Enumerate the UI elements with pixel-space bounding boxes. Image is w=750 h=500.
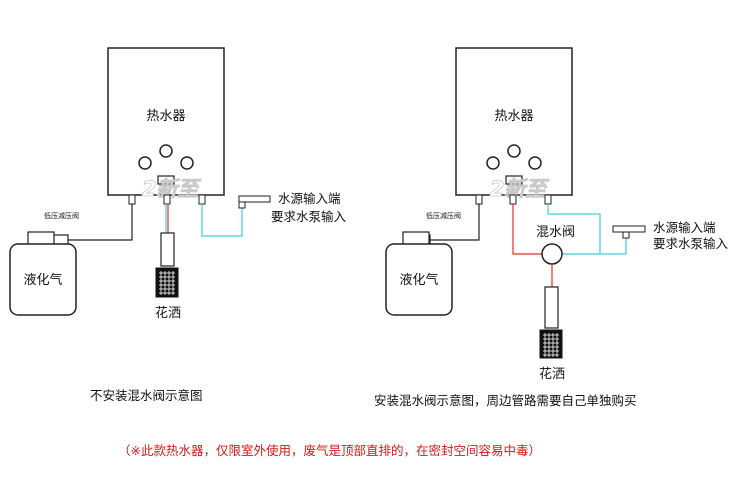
left-shower-hose bbox=[160, 232, 175, 267]
left-knob-icon bbox=[180, 156, 194, 170]
right-logo: 2新至 bbox=[490, 177, 550, 201]
right-knob-icon bbox=[507, 144, 521, 158]
left-shower-label: 花洒 bbox=[155, 305, 181, 321]
right-hot-pipe bbox=[512, 204, 542, 255]
left-tank-label: 液化气 bbox=[23, 272, 62, 288]
left-hot-connector bbox=[163, 194, 171, 205]
right-inlet-pipe bbox=[612, 225, 646, 233]
right-cold-pipe-heater bbox=[547, 204, 601, 246]
right-caption: 安装混水阀示意图，周边管路需要自己单独购买 bbox=[374, 393, 637, 408]
right-shower-grid bbox=[543, 333, 559, 357]
left-caption: 不安装混水阀示意图 bbox=[90, 388, 203, 403]
left-cold-connector bbox=[198, 194, 206, 205]
left-diagram: 热水器 2新至 低压减压阀 液化气 bbox=[9, 47, 347, 403]
left-gas-tank bbox=[9, 243, 77, 316]
right-gas-tank bbox=[385, 243, 453, 316]
right-tank-label: 液化气 bbox=[399, 272, 438, 288]
right-diagram: 热水器 2新至 低压减压阀 液化气 混水阀 bbox=[374, 47, 729, 408]
left-shower-head-icon bbox=[155, 267, 179, 298]
right-heater-body bbox=[455, 47, 573, 196]
left-display-window bbox=[157, 175, 175, 185]
right-shower-hose bbox=[544, 286, 559, 329]
right-cold-connector bbox=[544, 194, 552, 205]
left-valve-label: 低压减压阀 bbox=[44, 211, 79, 220]
right-shower-label: 花洒 bbox=[539, 366, 565, 382]
right-inlet-line2: 要求水泵输入 bbox=[653, 236, 729, 251]
right-valve-label: 低压减压阀 bbox=[426, 211, 461, 220]
mixing-valve-label: 混水阀 bbox=[536, 225, 575, 240]
left-cold-pipe bbox=[201, 204, 243, 237]
right-shower-head-icon bbox=[539, 329, 563, 359]
left-inlet-line2: 要求水泵输入 bbox=[271, 209, 347, 224]
right-cold-pipe-inlet bbox=[599, 232, 627, 255]
right-display-window bbox=[505, 175, 523, 185]
left-gas-pipe bbox=[68, 204, 133, 241]
left-shower-grid bbox=[159, 271, 175, 295]
left-gas-connector bbox=[128, 194, 136, 205]
warning-note: （※此款热水器，仅限室外使用，废气是顶部直排的，在密封空间容易中毒） bbox=[118, 443, 541, 458]
right-hot-connector bbox=[509, 194, 517, 205]
left-heater-body bbox=[107, 47, 225, 196]
left-knob-icon bbox=[138, 156, 152, 170]
right-heater-title: 热水器 bbox=[494, 109, 533, 124]
left-logo: 2新至 bbox=[142, 177, 202, 201]
left-inlet-line1: 水源输入端 bbox=[278, 191, 341, 206]
left-inlet-pipe bbox=[238, 195, 271, 203]
right-gas-connector bbox=[475, 194, 483, 205]
right-knob-icon bbox=[486, 156, 500, 170]
right-knob-icon bbox=[528, 156, 542, 170]
left-knob-icon bbox=[159, 144, 173, 158]
left-heater-title: 热水器 bbox=[146, 109, 185, 124]
right-inlet-line1: 水源输入端 bbox=[653, 220, 716, 235]
mixing-valve-icon bbox=[541, 243, 563, 265]
right-gas-pipe bbox=[430, 204, 480, 241]
